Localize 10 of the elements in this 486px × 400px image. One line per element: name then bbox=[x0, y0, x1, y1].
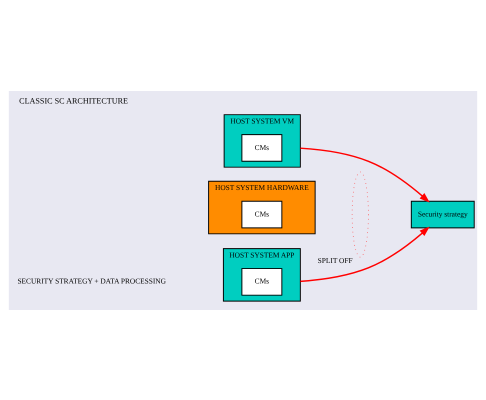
node-box: CMs bbox=[241, 268, 282, 296]
label: SECURITY STRATEGY + DATA PROCESSING bbox=[17, 276, 166, 286]
node-label: SPLIT OFF bbox=[318, 256, 353, 265]
node-box: Security strategy bbox=[410, 200, 475, 228]
arrow bbox=[300, 226, 430, 282]
node-box: CMs bbox=[241, 200, 282, 228]
diagram-title: CLASSIC SC ARCHITECTURE bbox=[19, 96, 128, 105]
arrow bbox=[300, 146, 430, 202]
node-ellipse bbox=[352, 171, 369, 257]
node-box: CMs bbox=[241, 134, 282, 162]
